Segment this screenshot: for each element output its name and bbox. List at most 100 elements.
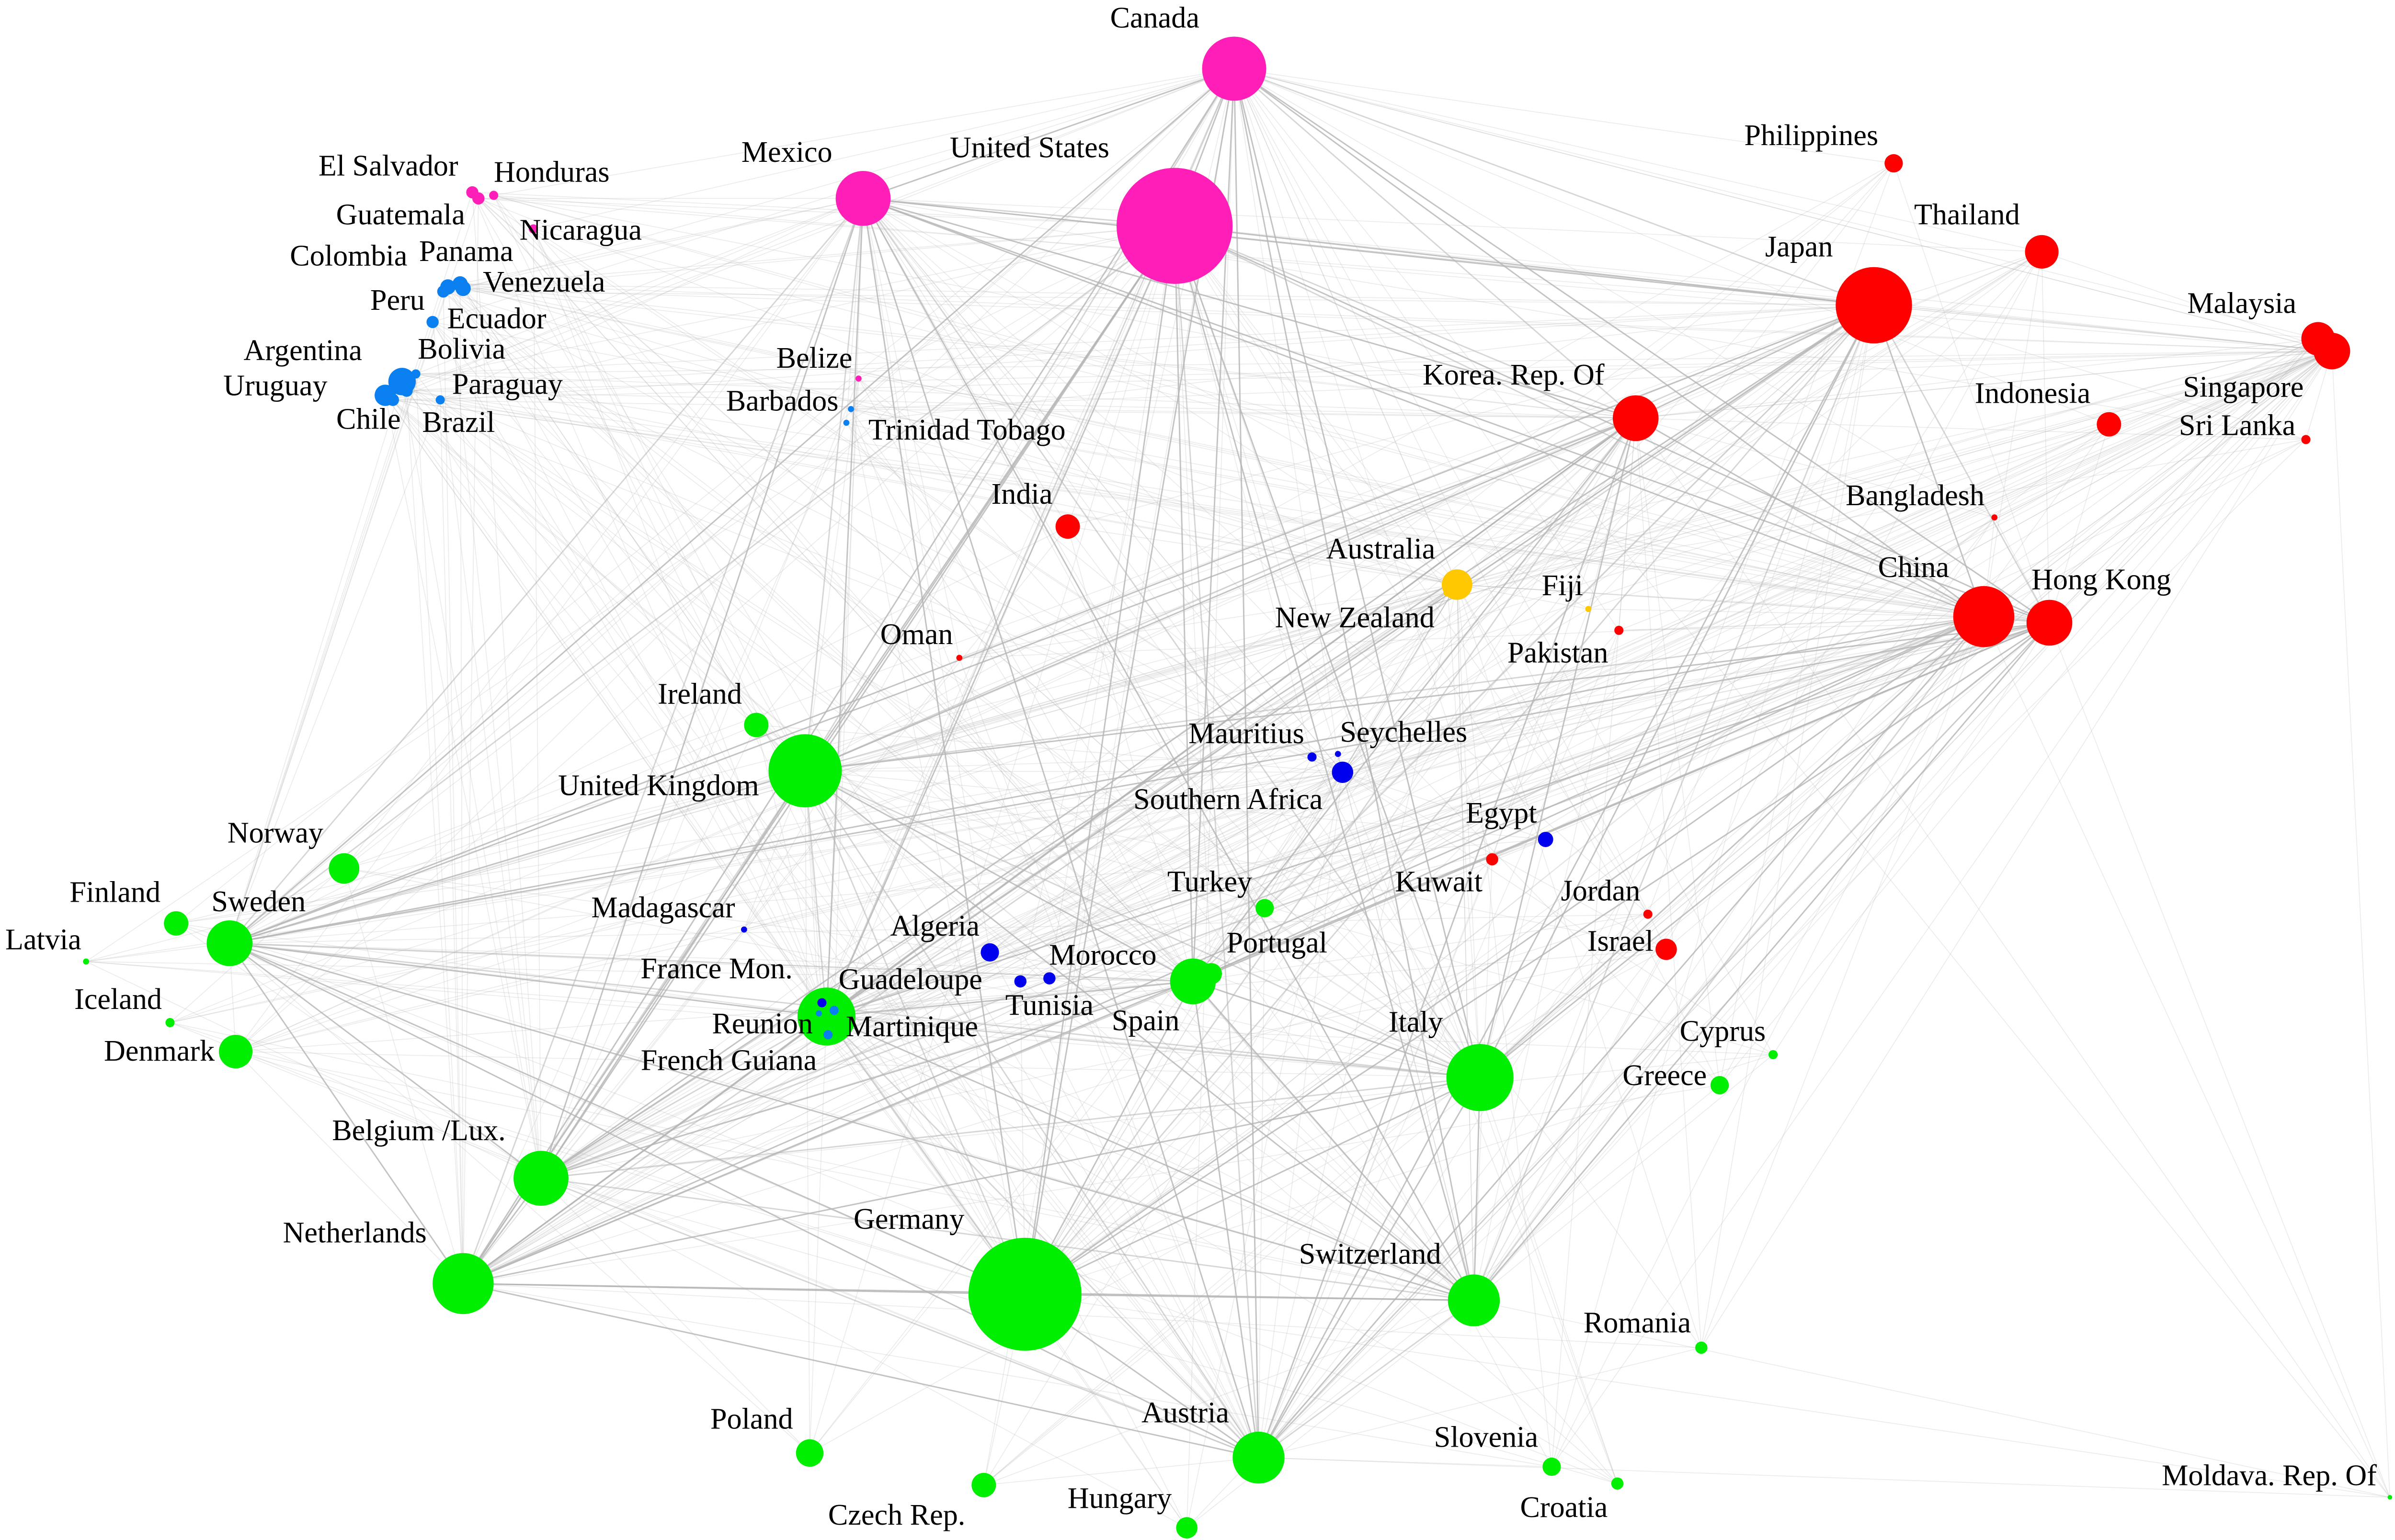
- node-brazil[interactable]: [400, 385, 413, 397]
- node-nicaragua[interactable]: [528, 224, 538, 234]
- node-czech-rep[interactable]: [971, 1472, 996, 1497]
- node-fiji[interactable]: [1585, 606, 1592, 612]
- node-southern-africa[interactable]: [1332, 761, 1354, 783]
- node-netherlands[interactable]: [433, 1253, 494, 1314]
- node-austria[interactable]: [1232, 1431, 1285, 1484]
- node-kuwait[interactable]: [1486, 853, 1498, 866]
- node-iceland[interactable]: [165, 1018, 175, 1028]
- trade-edge: [1473, 1054, 1774, 1301]
- node-india[interactable]: [1055, 514, 1080, 539]
- node-honduras[interactable]: [489, 191, 499, 200]
- node-guatemala[interactable]: [472, 192, 485, 205]
- trade-edge: [1479, 616, 1984, 1078]
- label-poland: Poland: [710, 1403, 793, 1435]
- node-italy[interactable]: [1446, 1044, 1514, 1111]
- node-french-guiana[interactable]: [823, 1030, 833, 1040]
- node-cyprus[interactable]: [1768, 1050, 1778, 1059]
- trade-edge: [86, 961, 1193, 982]
- node-singapore[interactable]: [2313, 332, 2350, 370]
- trade-edge: [1024, 305, 1875, 1295]
- node-united-kingdom[interactable]: [768, 734, 842, 808]
- node-philippines[interactable]: [1884, 154, 1903, 173]
- trade-edge: [1264, 351, 2332, 909]
- node-trinidad-tobago[interactable]: [843, 419, 850, 426]
- trade-edge: [463, 288, 2332, 351]
- node-poland[interactable]: [796, 1439, 824, 1467]
- node-turkey[interactable]: [1255, 899, 1274, 917]
- node-tunisia[interactable]: [1014, 975, 1027, 988]
- trade-edge: [1457, 584, 1648, 915]
- trade-edge: [834, 351, 2332, 1011]
- node-norway[interactable]: [329, 853, 360, 884]
- label-bolivia: Bolivia: [418, 333, 505, 365]
- node-france-mon[interactable]: [797, 987, 856, 1046]
- trade-edge: [415, 198, 864, 374]
- trade-edge: [1174, 226, 1343, 773]
- node-china[interactable]: [1953, 586, 2015, 647]
- node-algeria[interactable]: [981, 943, 999, 962]
- node-united-states[interactable]: [1117, 168, 1233, 284]
- node-madagascar[interactable]: [741, 926, 747, 933]
- node-spain[interactable]: [1170, 958, 1216, 1005]
- trade-edge: [541, 772, 1343, 1179]
- node-ireland[interactable]: [744, 713, 769, 737]
- node-denmark[interactable]: [218, 1034, 253, 1069]
- node-greece[interactable]: [1710, 1076, 1729, 1095]
- node-belgium-lux[interactable]: [513, 1151, 569, 1206]
- node-pakistan[interactable]: [1614, 625, 1624, 635]
- node-germany[interactable]: [968, 1237, 1082, 1351]
- node-finland[interactable]: [164, 911, 189, 936]
- node-korea-rep-of[interactable]: [1612, 395, 1659, 442]
- node-chile[interactable]: [375, 385, 396, 406]
- trade-edge: [235, 1051, 1480, 1078]
- node-guadeloupe[interactable]: [817, 998, 827, 1008]
- node-slovenia[interactable]: [1542, 1457, 1561, 1476]
- node-jordan[interactable]: [1643, 909, 1653, 919]
- node-ecuador[interactable]: [426, 316, 439, 328]
- node-bangladesh[interactable]: [1991, 514, 1998, 521]
- trade-edge: [463, 288, 1984, 617]
- node-croatia[interactable]: [1611, 1477, 1624, 1490]
- node-barbados[interactable]: [848, 406, 854, 412]
- trade-edge: [540, 929, 744, 1179]
- node-sweden[interactable]: [206, 920, 253, 966]
- node-oman[interactable]: [956, 655, 963, 661]
- node-canada[interactable]: [1202, 36, 1266, 101]
- node-martinique[interactable]: [829, 1006, 839, 1015]
- trade-edge: [1635, 305, 1874, 419]
- trade-edge: [416, 305, 1874, 374]
- node-peru[interactable]: [437, 285, 450, 298]
- node-mexico[interactable]: [835, 170, 891, 226]
- node-morocco[interactable]: [1043, 972, 1056, 985]
- node-new-zealand[interactable]: [1443, 588, 1453, 597]
- trade-edge: [1551, 351, 2332, 1467]
- node-moldava-rep-of[interactable]: [2387, 1495, 2393, 1500]
- node-belize[interactable]: [855, 375, 862, 382]
- label-india: India: [992, 478, 1053, 510]
- node-israel[interactable]: [1655, 939, 1677, 960]
- node-seychelles[interactable]: [1334, 751, 1341, 757]
- node-hong-kong[interactable]: [2026, 600, 2073, 646]
- node-switzerland[interactable]: [1448, 1274, 1500, 1326]
- trade-edge: [170, 68, 1235, 1023]
- label-portugal: Portugal: [1226, 927, 1327, 959]
- label-brazil: Brazil: [422, 406, 495, 439]
- node-egypt[interactable]: [1538, 832, 1553, 847]
- node-paraguay[interactable]: [435, 395, 445, 405]
- node-romania[interactable]: [1695, 1341, 1708, 1354]
- trade-edge: [432, 322, 1026, 1295]
- node-mauritius[interactable]: [1307, 752, 1317, 762]
- trade-edge: [1049, 978, 1193, 982]
- label-barbados: Barbados: [726, 385, 839, 417]
- node-japan[interactable]: [1836, 267, 1912, 344]
- node-latvia[interactable]: [83, 958, 90, 965]
- node-hungary[interactable]: [1176, 1517, 1198, 1539]
- node-thailand[interactable]: [2025, 235, 2059, 269]
- node-venezuela[interactable]: [455, 281, 471, 296]
- trade-edge: [533, 228, 806, 771]
- node-indonesia[interactable]: [2097, 412, 2121, 437]
- node-sri-lanka[interactable]: [2301, 435, 2311, 444]
- trade-edge: [1234, 68, 2332, 351]
- trade-edge: [821, 1002, 1026, 1295]
- node-reunion[interactable]: [816, 1010, 822, 1017]
